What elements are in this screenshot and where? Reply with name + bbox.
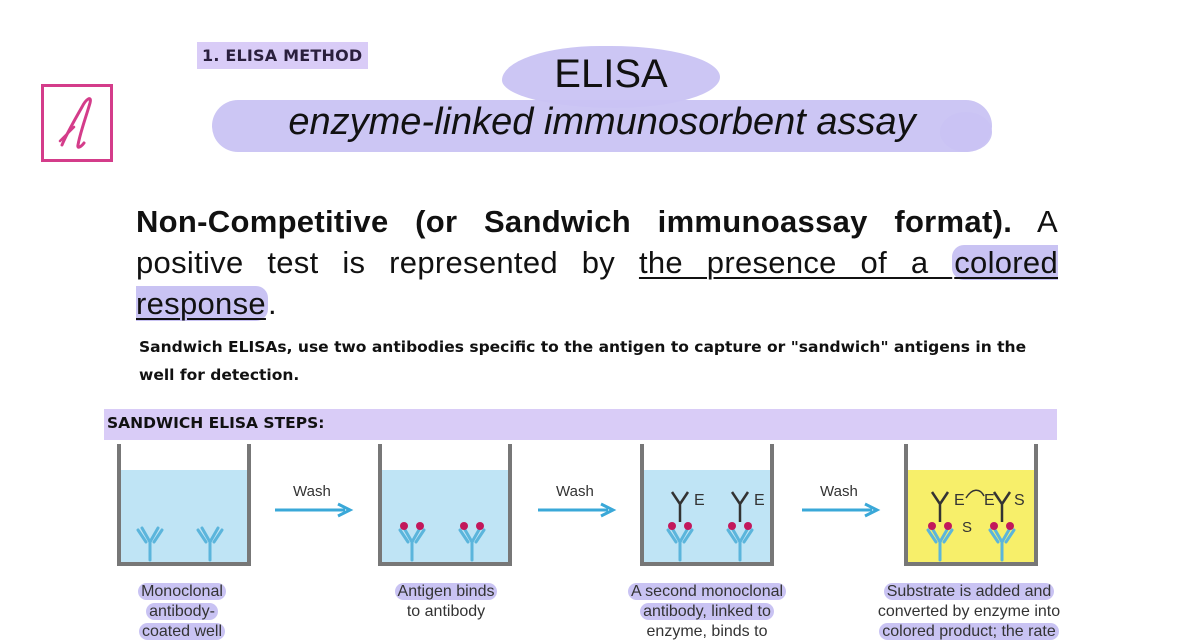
sandwich-note: Sandwich ELISAs, use two antibodies spec…	[139, 338, 1027, 384]
substrate-label: S	[962, 519, 972, 536]
title-highlight	[502, 46, 720, 108]
detection-antibody-icon	[730, 491, 750, 522]
well-2	[378, 444, 512, 566]
signature-logo-icon	[58, 97, 92, 149]
page-title: ELISA	[554, 52, 668, 96]
antigen-icon	[476, 522, 484, 530]
main-paragraph: Non-Competitive (or Sandwich immunoassay…	[136, 201, 1059, 324]
section-tag: 1. ELISA METHOD	[197, 42, 369, 69]
detection-antibody-icon	[992, 491, 1012, 522]
steps-header-bar	[104, 409, 1057, 440]
wash-arrow-icon	[802, 502, 881, 518]
subtitle-highlight-tail	[940, 112, 992, 152]
logo	[41, 84, 113, 162]
enzyme-label: E	[694, 492, 705, 509]
sandwich-elisa-diagram: Wash Wash	[0, 440, 1200, 640]
antigen-icon	[416, 522, 424, 530]
enzyme-label: E	[954, 492, 965, 509]
step-caption-4: Substrate is added and converted by enzy…	[877, 583, 1061, 640]
well-1	[117, 444, 251, 566]
detection-antibody-icon	[670, 491, 690, 522]
substrate-label: S	[1014, 492, 1025, 509]
enzyme-label: E	[754, 492, 765, 509]
enzyme-label: E	[984, 492, 995, 509]
step-caption-3: A second monoclonal antibody, linked to …	[612, 582, 802, 642]
page-subtitle: enzyme-linked immunosorbent assay	[288, 101, 916, 143]
elisa-steps-figure: Wash Wash	[117, 444, 1038, 566]
wash-label: Wash	[293, 483, 331, 500]
subtitle-highlight	[212, 100, 992, 152]
paragraph-underlined: the presence of a	[638, 245, 953, 280]
wash-arrow-icon	[538, 502, 617, 518]
step-caption-1: Monoclonal antibody- coated well	[120, 582, 244, 642]
step-caption-2: Antigen binds to antibody	[378, 582, 514, 622]
well-4: E E S S	[904, 444, 1038, 566]
paragraph-text: A positive test is represented by	[136, 204, 1058, 280]
wash-label: Wash	[556, 483, 594, 500]
antigen-icon	[400, 522, 408, 530]
paragraph-end: .	[267, 286, 277, 321]
paragraph-bold-lead: Non-Competitive (or Sandwich immunoassay…	[136, 204, 1013, 239]
steps-title: SANDWICH ELISA STEPS:	[107, 414, 325, 432]
wash-label: Wash	[820, 483, 858, 500]
antigen-icon	[460, 522, 468, 530]
detection-antibody-icon	[930, 491, 950, 522]
wash-arrow-icon	[275, 502, 354, 518]
reaction-arrow-icon	[965, 489, 985, 499]
well-3: E E	[640, 444, 774, 566]
